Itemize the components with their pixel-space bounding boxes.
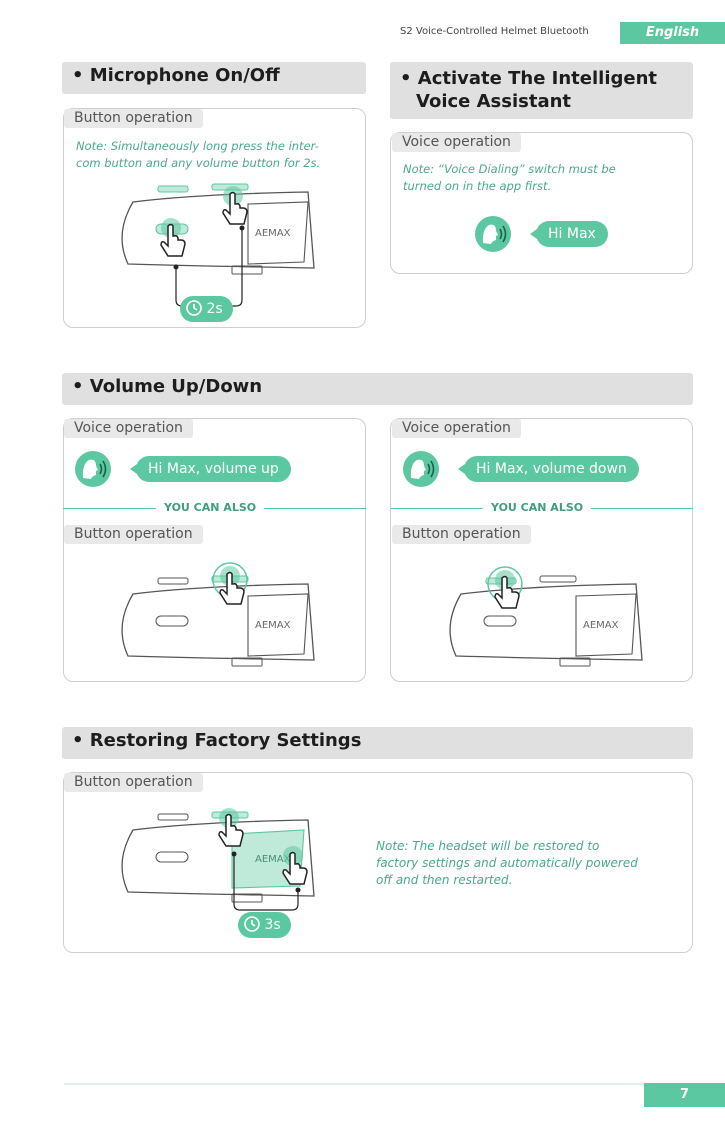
clock-icon <box>244 916 260 932</box>
aemax-logo: AEMAX <box>255 854 291 865</box>
button-operation-tag: Button operation <box>392 525 531 544</box>
hand-pointer-icon <box>222 186 248 225</box>
section-title-mic: • Microphone On/Off <box>62 62 366 94</box>
you-can-also-label: YOU CAN ALSO <box>483 501 592 514</box>
timer-badge: 3s <box>238 912 291 938</box>
voice-command-bubble: Hi Max, volume down <box>458 456 639 482</box>
assistant-note-line1: Note: “Voice Dialing” switch must be <box>403 162 616 176</box>
timer-badge: 2s <box>180 296 233 322</box>
speaking-head-icon <box>75 451 111 487</box>
header-title: S2 Voice-Controlled Helmet Bluetooth <box>400 26 589 37</box>
headset-illustration: AEMAX <box>449 575 643 667</box>
clock-icon <box>186 300 202 316</box>
voice-command-bubble: Hi Max, volume up <box>130 456 291 482</box>
you-can-also-label: YOU CAN ALSO <box>156 501 265 514</box>
section-title-volume: • Volume Up/Down <box>62 373 693 405</box>
assistant-title-line2: Voice Assistant <box>416 91 572 112</box>
assistant-title-line1: • Activate The Intelligent <box>400 68 658 89</box>
hand-pointer-icon <box>282 846 308 885</box>
factory-note: Note: The headset will be restored to fa… <box>376 838 676 889</box>
card-volume-down <box>390 418 693 682</box>
voice-command-bubble: Hi Max <box>530 221 608 247</box>
card-mic <box>63 108 366 328</box>
factory-note-line1: Note: The headset will be restored to <box>376 839 600 853</box>
speaking-head-icon <box>403 451 439 487</box>
voice-operation-tag: Voice operation <box>392 133 521 152</box>
hand-pointer-icon <box>160 218 186 257</box>
section-title-factory: • Restoring Factory Settings <box>62 727 693 759</box>
footer-line <box>64 1083 644 1085</box>
connector-lines <box>231 851 301 911</box>
aemax-logo: AEMAX <box>255 228 291 239</box>
button-operation-tag: Button operation <box>64 109 203 128</box>
hand-pointer-icon <box>218 808 244 847</box>
factory-note-line3: off and then restarted. <box>376 873 513 887</box>
page-number: 7 <box>644 1083 725 1107</box>
aemax-logo: AEMAX <box>583 620 619 631</box>
speaking-head-icon <box>475 216 511 252</box>
mic-note: Note: Simultaneously long press the inte… <box>76 138 361 172</box>
button-operation-tag: Button operation <box>64 773 203 792</box>
mic-note-line1: Note: Simultaneously long press the inte… <box>76 139 319 153</box>
mic-note-line2: com button and any volume button for 2s. <box>76 156 321 170</box>
factory-note-line2: factory settings and automatically power… <box>376 856 638 870</box>
timer-label: 3s <box>264 917 281 933</box>
assistant-note-line2: turned on in the app first. <box>403 179 552 193</box>
button-operation-tag: Button operation <box>64 525 203 544</box>
section-title-assistant: • Activate The Intelligent Voice Assista… <box>390 62 693 119</box>
assistant-note: Note: “Voice Dialing” switch must be tur… <box>403 161 683 195</box>
language-tab: English <box>620 22 725 44</box>
card-assistant <box>390 132 693 274</box>
aemax-logo: AEMAX <box>255 620 291 631</box>
voice-operation-tag: Voice operation <box>64 419 193 438</box>
voice-operation-tag: Voice operation <box>392 419 521 438</box>
hand-pointer-icon <box>487 566 523 609</box>
hand-pointer-icon <box>212 562 248 605</box>
card-volume-up <box>63 418 366 682</box>
timer-label: 2s <box>206 301 223 317</box>
card-factory <box>63 772 693 953</box>
